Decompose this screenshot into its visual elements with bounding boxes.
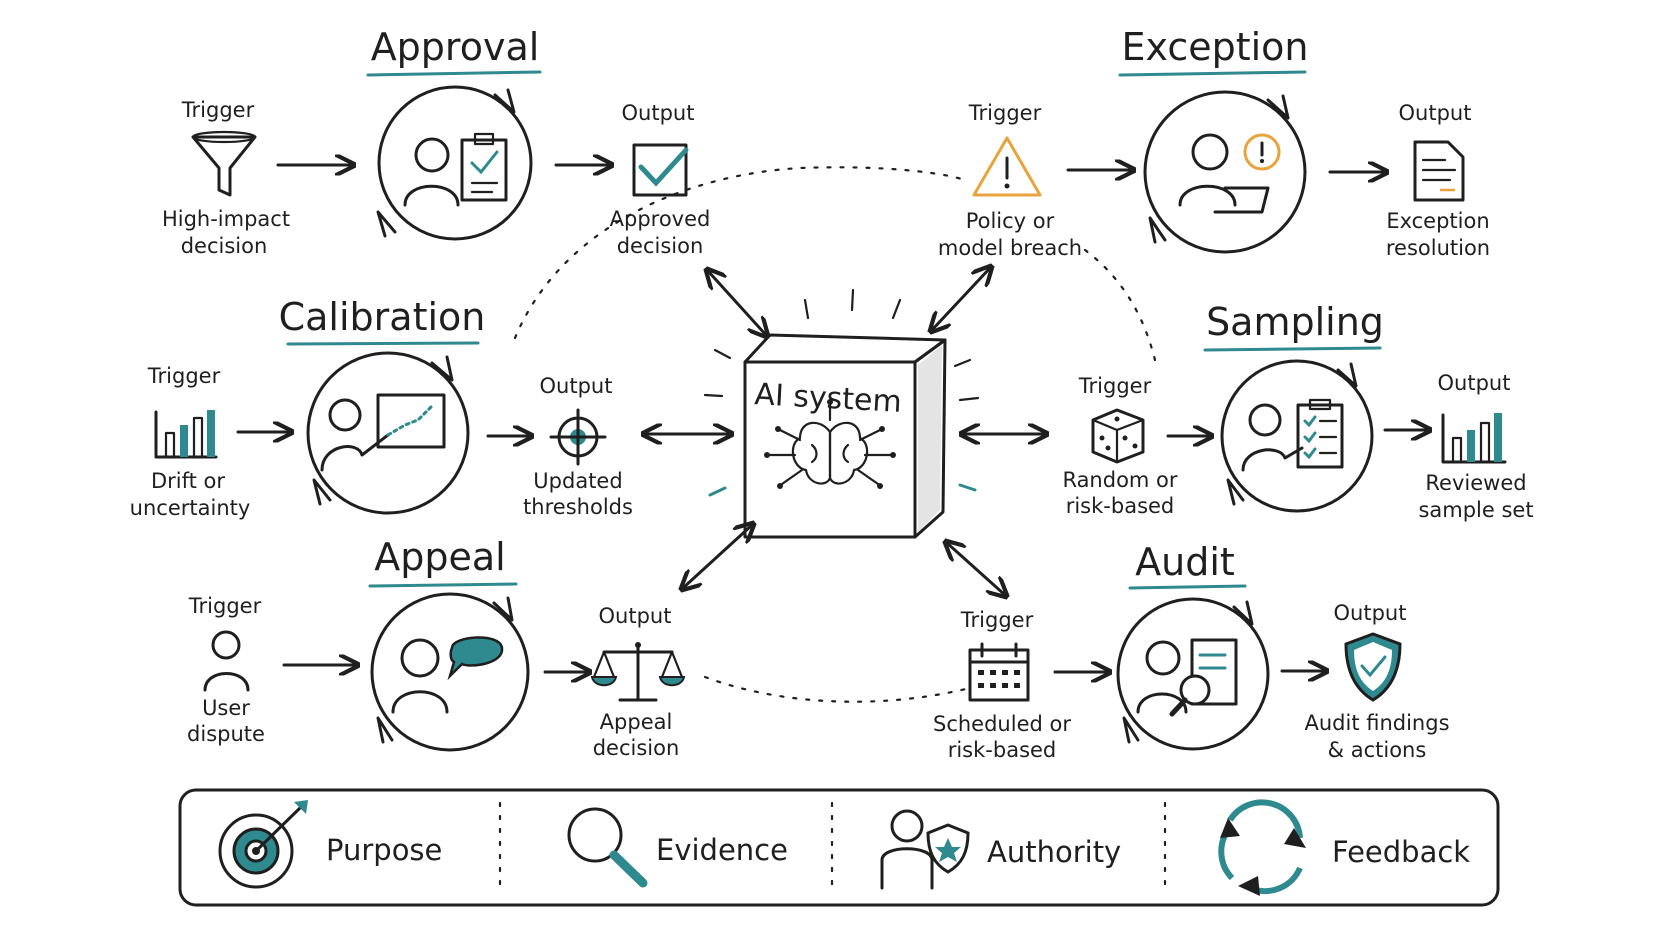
calibration-presenter-icon <box>306 351 470 515</box>
exception-output-line2: resolution <box>1386 236 1490 260</box>
shield-check-icon <box>1344 632 1402 702</box>
cycle-arrows-icon <box>1218 799 1306 896</box>
module-exception: Exception Trigger Policy or model breach… <box>938 25 1490 260</box>
dice-icon <box>1091 408 1145 464</box>
bar-chart-icon <box>154 410 218 459</box>
bar-chart-icon <box>1441 413 1507 464</box>
orbit-dashed-path-right <box>1083 248 1157 362</box>
appeal-output-heading: Output <box>599 604 672 628</box>
exception-trigger-line1: Policy or <box>966 209 1055 233</box>
approval-trigger-line2: decision <box>181 234 268 258</box>
arrow-center-appeal <box>683 525 752 588</box>
approval-output-line2: decision <box>617 234 704 258</box>
target-crosshair-icon <box>549 408 607 466</box>
audit-inspection-icon <box>1116 597 1270 751</box>
sampling-title: Sampling <box>1206 300 1384 344</box>
module-appeal: Appeal Trigger User dispute Output Appea… <box>187 535 686 760</box>
ai-system-label: AI system <box>754 377 903 420</box>
sampling-trigger-line2: risk-based <box>1066 494 1175 518</box>
legend-purpose: Purpose <box>326 833 442 867</box>
audit-trigger-line1: Scheduled or <box>933 712 1071 736</box>
audit-output-line1: Audit findings <box>1304 711 1449 735</box>
approval-title: Approval <box>371 25 540 69</box>
approval-output-heading: Output <box>622 101 695 125</box>
approval-trigger-heading: Trigger <box>181 98 255 122</box>
warning-icon <box>972 136 1042 197</box>
module-calibration: Calibration Trigger Drift or uncertainty… <box>130 295 633 520</box>
appeal-output-line2: decision <box>593 736 680 760</box>
audit-title: Audit <box>1135 540 1235 584</box>
exception-title: Exception <box>1121 25 1308 69</box>
sampling-output-line2: sample set <box>1418 498 1533 522</box>
module-approval: Approval Trigger High-impact decision Ou… <box>162 25 710 258</box>
orbit-dashed-path <box>513 166 967 340</box>
calendar-icon <box>968 642 1030 702</box>
arrow-center-exception <box>932 268 990 330</box>
calibration-trigger-line1: Drift or <box>151 469 225 493</box>
sampling-trigger-line1: Random or <box>1062 468 1177 492</box>
ai-system-cube <box>703 288 980 539</box>
audit-trigger-line2: risk-based <box>948 738 1057 762</box>
authority-person-shield-icon <box>880 809 970 890</box>
exception-output-heading: Output <box>1399 101 1472 125</box>
scales-icon <box>590 642 686 702</box>
exception-output-line1: Exception <box>1386 209 1489 233</box>
exception-review-icon <box>1143 90 1307 254</box>
appeal-title: Appeal <box>374 535 505 579</box>
calibration-trigger-heading: Trigger <box>147 364 221 388</box>
sampling-checklist-icon <box>1220 359 1374 513</box>
appeal-trigger-line2: dispute <box>187 722 265 746</box>
legend-panel: Purpose Evidence Authority Feedback <box>178 788 1500 907</box>
legend-evidence: Evidence <box>656 833 788 867</box>
exception-trigger-heading: Trigger <box>968 101 1042 125</box>
legend-feedback: Feedback <box>1332 835 1470 869</box>
sampling-output-heading: Output <box>1438 371 1511 395</box>
approval-trigger-line1: High-impact <box>162 207 290 231</box>
audit-trigger-heading: Trigger <box>960 608 1034 632</box>
document-icon <box>1413 140 1465 202</box>
funnel-icon <box>191 130 257 197</box>
calibration-trigger-line2: uncertainty <box>130 496 251 520</box>
module-audit: Audit Trigger Scheduled or risk-based Ou <box>933 540 1450 762</box>
legend-authority: Authority <box>987 835 1121 869</box>
arrow-center-audit <box>947 543 1005 595</box>
appeal-trigger-heading: Trigger <box>188 594 262 618</box>
orbit-dashed-path-bottom <box>703 675 972 703</box>
user-icon <box>203 630 250 692</box>
calibration-output-heading: Output <box>540 374 613 398</box>
appeal-output-line1: Appeal <box>600 710 673 734</box>
exception-trigger-line2: model breach <box>938 236 1082 260</box>
arrow-center-approval <box>708 271 766 335</box>
magnifier-icon <box>567 807 648 888</box>
approval-output-line1: Approved <box>610 207 711 231</box>
sampling-output-line1: Reviewed <box>1425 471 1526 495</box>
target-icon <box>218 800 308 889</box>
approval-cycle-icon <box>376 85 533 241</box>
audit-output-heading: Output <box>1334 601 1407 625</box>
checkbox-icon <box>632 143 689 197</box>
sampling-trigger-heading: Trigger <box>1078 374 1152 398</box>
module-sampling: Sampling Trigger Random or risk-based Ou… <box>1062 300 1533 522</box>
calibration-output-line2: thresholds <box>523 495 633 519</box>
calibration-title: Calibration <box>279 295 486 339</box>
appeal-trigger-line1: User <box>202 696 250 720</box>
audit-output-line2: & actions <box>1328 738 1427 762</box>
appeal-dialogue-icon <box>370 592 530 752</box>
calibration-output-line1: Updated <box>533 469 622 493</box>
